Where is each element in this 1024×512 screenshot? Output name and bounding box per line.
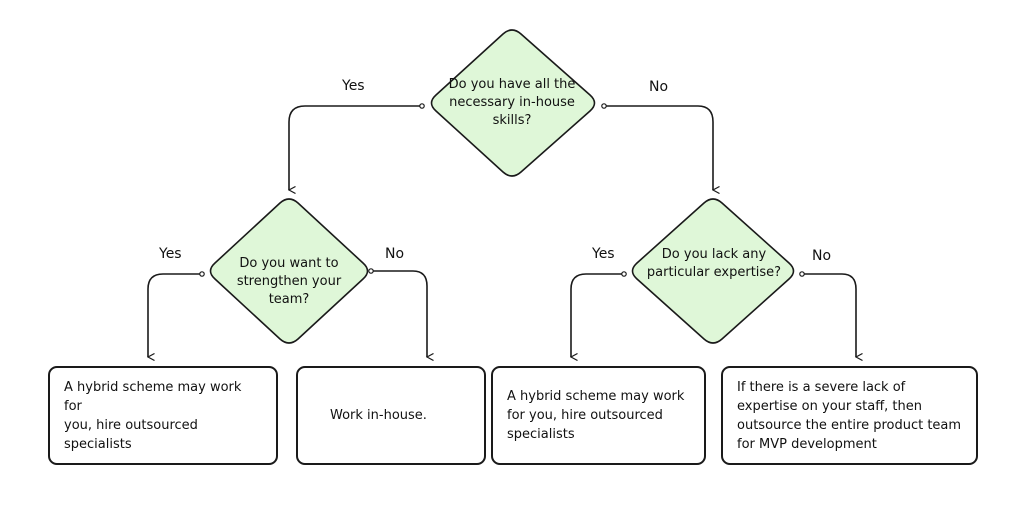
outcome-outsource-team-text: If there is a severe lack of expertise o… — [737, 379, 962, 452]
outcome-hybrid-left-text: A hybrid scheme may work for you, hire o… — [64, 379, 242, 452]
outcome-work-inhouse-text: Work in-house. — [330, 408, 427, 423]
label-left-yes: Yes — [159, 246, 182, 262]
connection-dot — [601, 103, 607, 109]
question-top: Do you have all the necessary in-house s… — [448, 77, 576, 128]
label-right-yes: Yes — [592, 246, 615, 262]
outcome-hybrid-left: A hybrid scheme may work for you, hire o… — [48, 366, 278, 465]
connector-top-no — [604, 105, 713, 190]
connector-top-yes — [289, 105, 422, 190]
connection-dot — [199, 271, 205, 277]
label-top-no: No — [649, 79, 669, 95]
connection-dot — [799, 271, 805, 277]
decision-diamond-top — [430, 29, 596, 177]
outcome-outsource-team: If there is a severe lack of expertise o… — [721, 366, 978, 465]
connection-dot — [419, 103, 425, 109]
outcome-hybrid-right-text: A hybrid scheme may work for you, hire o… — [507, 389, 685, 442]
label-right-no: No — [812, 248, 832, 264]
question-right: Do you lack any particular expertise? — [646, 247, 782, 280]
label-left-no: No — [385, 246, 405, 262]
label-top-yes: Yes — [342, 78, 365, 94]
decision-diamond-right — [631, 198, 795, 344]
connection-dot — [368, 268, 374, 274]
outcome-work-inhouse: Work in-house. — [296, 366, 486, 465]
connector-left-no — [371, 270, 427, 357]
connector-right-yes — [571, 273, 624, 357]
connector-left-yes — [148, 273, 202, 357]
decision-diamond-left — [209, 198, 369, 344]
question-left: Do you want to strengthen your team? — [236, 256, 342, 307]
connector-right-no — [802, 273, 856, 357]
outcome-hybrid-right: A hybrid scheme may work for you, hire o… — [491, 366, 706, 465]
connection-dot — [621, 271, 627, 277]
